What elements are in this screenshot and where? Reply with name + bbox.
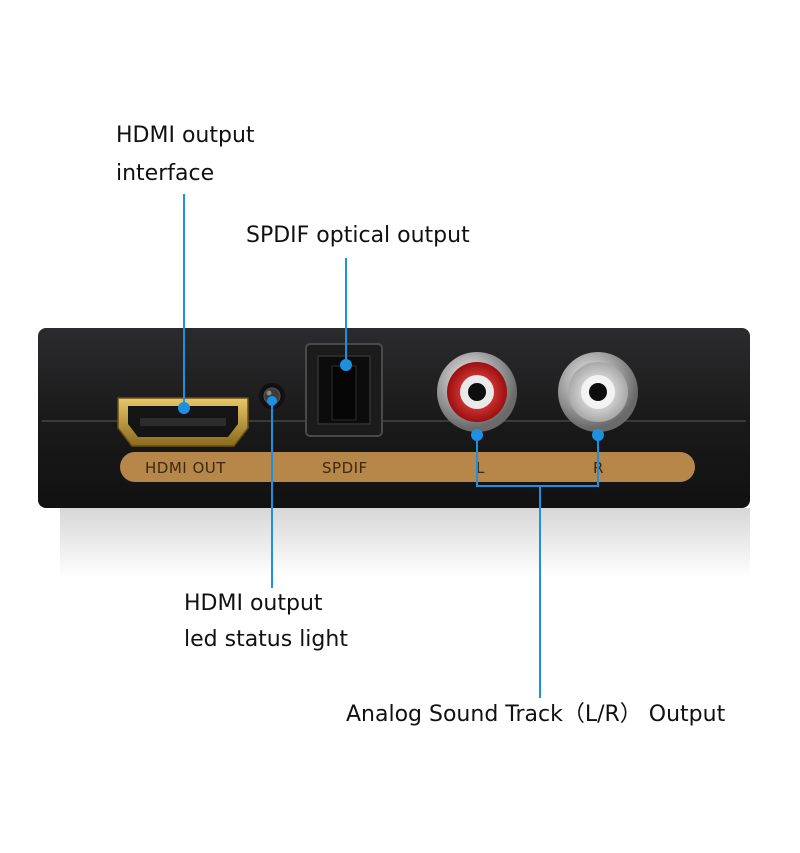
analog-callout-text: Analog Sound Track（L/R） Output (346, 702, 726, 727)
led-callout: HDMI output led status light (184, 588, 348, 656)
right-callout-dot (592, 429, 604, 441)
rca-right-jack (558, 352, 638, 432)
spdif-label: SPDIF (322, 459, 368, 477)
analog-callout: Analog Sound Track（L/R） Output (346, 699, 725, 731)
hdmi-output-callout-line2: interface (116, 161, 215, 186)
spdif-port (305, 343, 383, 437)
left-channel-label: L (476, 459, 485, 477)
spdif-callout-text: SPDIF optical output (246, 223, 470, 248)
hdmi-output-callout-line1: HDMI output (116, 123, 255, 148)
left-callout-dot (471, 429, 483, 441)
spdif-callout: SPDIF optical output (246, 220, 470, 252)
rca-left-jack (437, 352, 517, 432)
hdmi-callout-dot (178, 402, 190, 414)
label-strip (120, 452, 695, 482)
led-callout-line1: HDMI output (184, 591, 323, 616)
led-callout-line2: led status light (184, 627, 348, 652)
hdmi-output-callout: HDMI output interface (116, 120, 255, 190)
spdif-callout-dot (340, 359, 352, 371)
hdmi-out-label: HDMI OUT (145, 459, 226, 477)
analog-callout-line (476, 435, 599, 698)
hdmi-port (117, 397, 249, 447)
device-shadow (60, 508, 750, 578)
led-callout-dot (267, 396, 277, 406)
